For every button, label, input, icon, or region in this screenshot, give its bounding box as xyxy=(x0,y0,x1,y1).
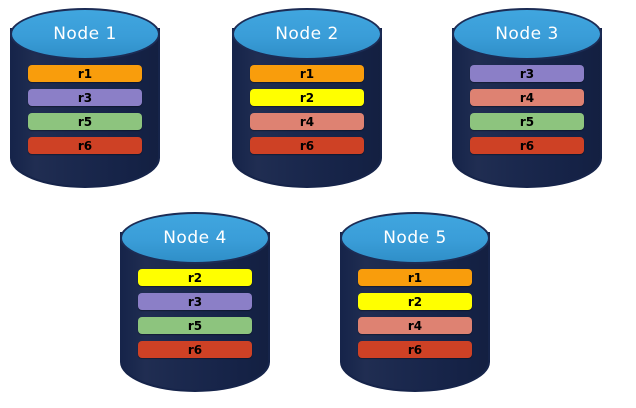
cylinder-top-ellipse xyxy=(340,212,490,264)
record-bar-r1[interactable]: r1 xyxy=(28,65,142,82)
node-title-label: Node 2 xyxy=(275,24,339,44)
record-bar-r6[interactable]: r6 xyxy=(358,341,472,358)
record-list: r3 r4 r5 r6 xyxy=(452,65,602,154)
cylinder-top-ellipse xyxy=(10,8,160,60)
node-title-label: Node 4 xyxy=(163,228,227,248)
record-list: r2 r3 r5 r6 xyxy=(120,269,270,358)
record-bar-r5[interactable]: r5 xyxy=(28,113,142,130)
record-bar-r5[interactable]: r5 xyxy=(138,317,252,334)
record-bar-r6[interactable]: r6 xyxy=(28,137,142,154)
record-bar-r1[interactable]: r1 xyxy=(358,269,472,286)
cylinder-top-ellipse xyxy=(120,212,270,264)
database-node-5[interactable]: Node 5 r1 r2 r4 r6 xyxy=(340,212,490,400)
record-bar-r4[interactable]: r4 xyxy=(470,89,584,106)
database-node-2[interactable]: Node 2 r1 r2 r4 r6 xyxy=(232,8,382,196)
record-bar-r1[interactable]: r1 xyxy=(250,65,364,82)
record-bar-r5[interactable]: r5 xyxy=(470,113,584,130)
record-list: r1 r2 r4 r6 xyxy=(340,269,490,358)
database-node-3[interactable]: Node 3 r3 r4 r5 r6 xyxy=(452,8,602,196)
record-bar-r4[interactable]: r4 xyxy=(358,317,472,334)
record-bar-r6[interactable]: r6 xyxy=(250,137,364,154)
record-bar-r4[interactable]: r4 xyxy=(250,113,364,130)
record-bar-r2[interactable]: r2 xyxy=(250,89,364,106)
record-bar-r3[interactable]: r3 xyxy=(470,65,584,82)
record-bar-r3[interactable]: r3 xyxy=(28,89,142,106)
cylinder-top-ellipse xyxy=(232,8,382,60)
record-list: r1 r2 r4 r6 xyxy=(232,65,382,154)
record-bar-r2[interactable]: r2 xyxy=(358,293,472,310)
database-node-4[interactable]: Node 4 r2 r3 r5 r6 xyxy=(120,212,270,400)
cylinder-top-ellipse xyxy=(452,8,602,60)
node-title-label: Node 3 xyxy=(495,24,559,44)
record-bar-r3[interactable]: r3 xyxy=(138,293,252,310)
record-bar-r6[interactable]: r6 xyxy=(138,341,252,358)
node-title-label: Node 5 xyxy=(383,228,447,248)
record-bar-r2[interactable]: r2 xyxy=(138,269,252,286)
record-bar-r6[interactable]: r6 xyxy=(470,137,584,154)
database-node-1[interactable]: Node 1 r1 r3 r5 r6 xyxy=(10,8,160,196)
record-list: r1 r3 r5 r6 xyxy=(10,65,160,154)
node-title-label: Node 1 xyxy=(53,24,117,44)
